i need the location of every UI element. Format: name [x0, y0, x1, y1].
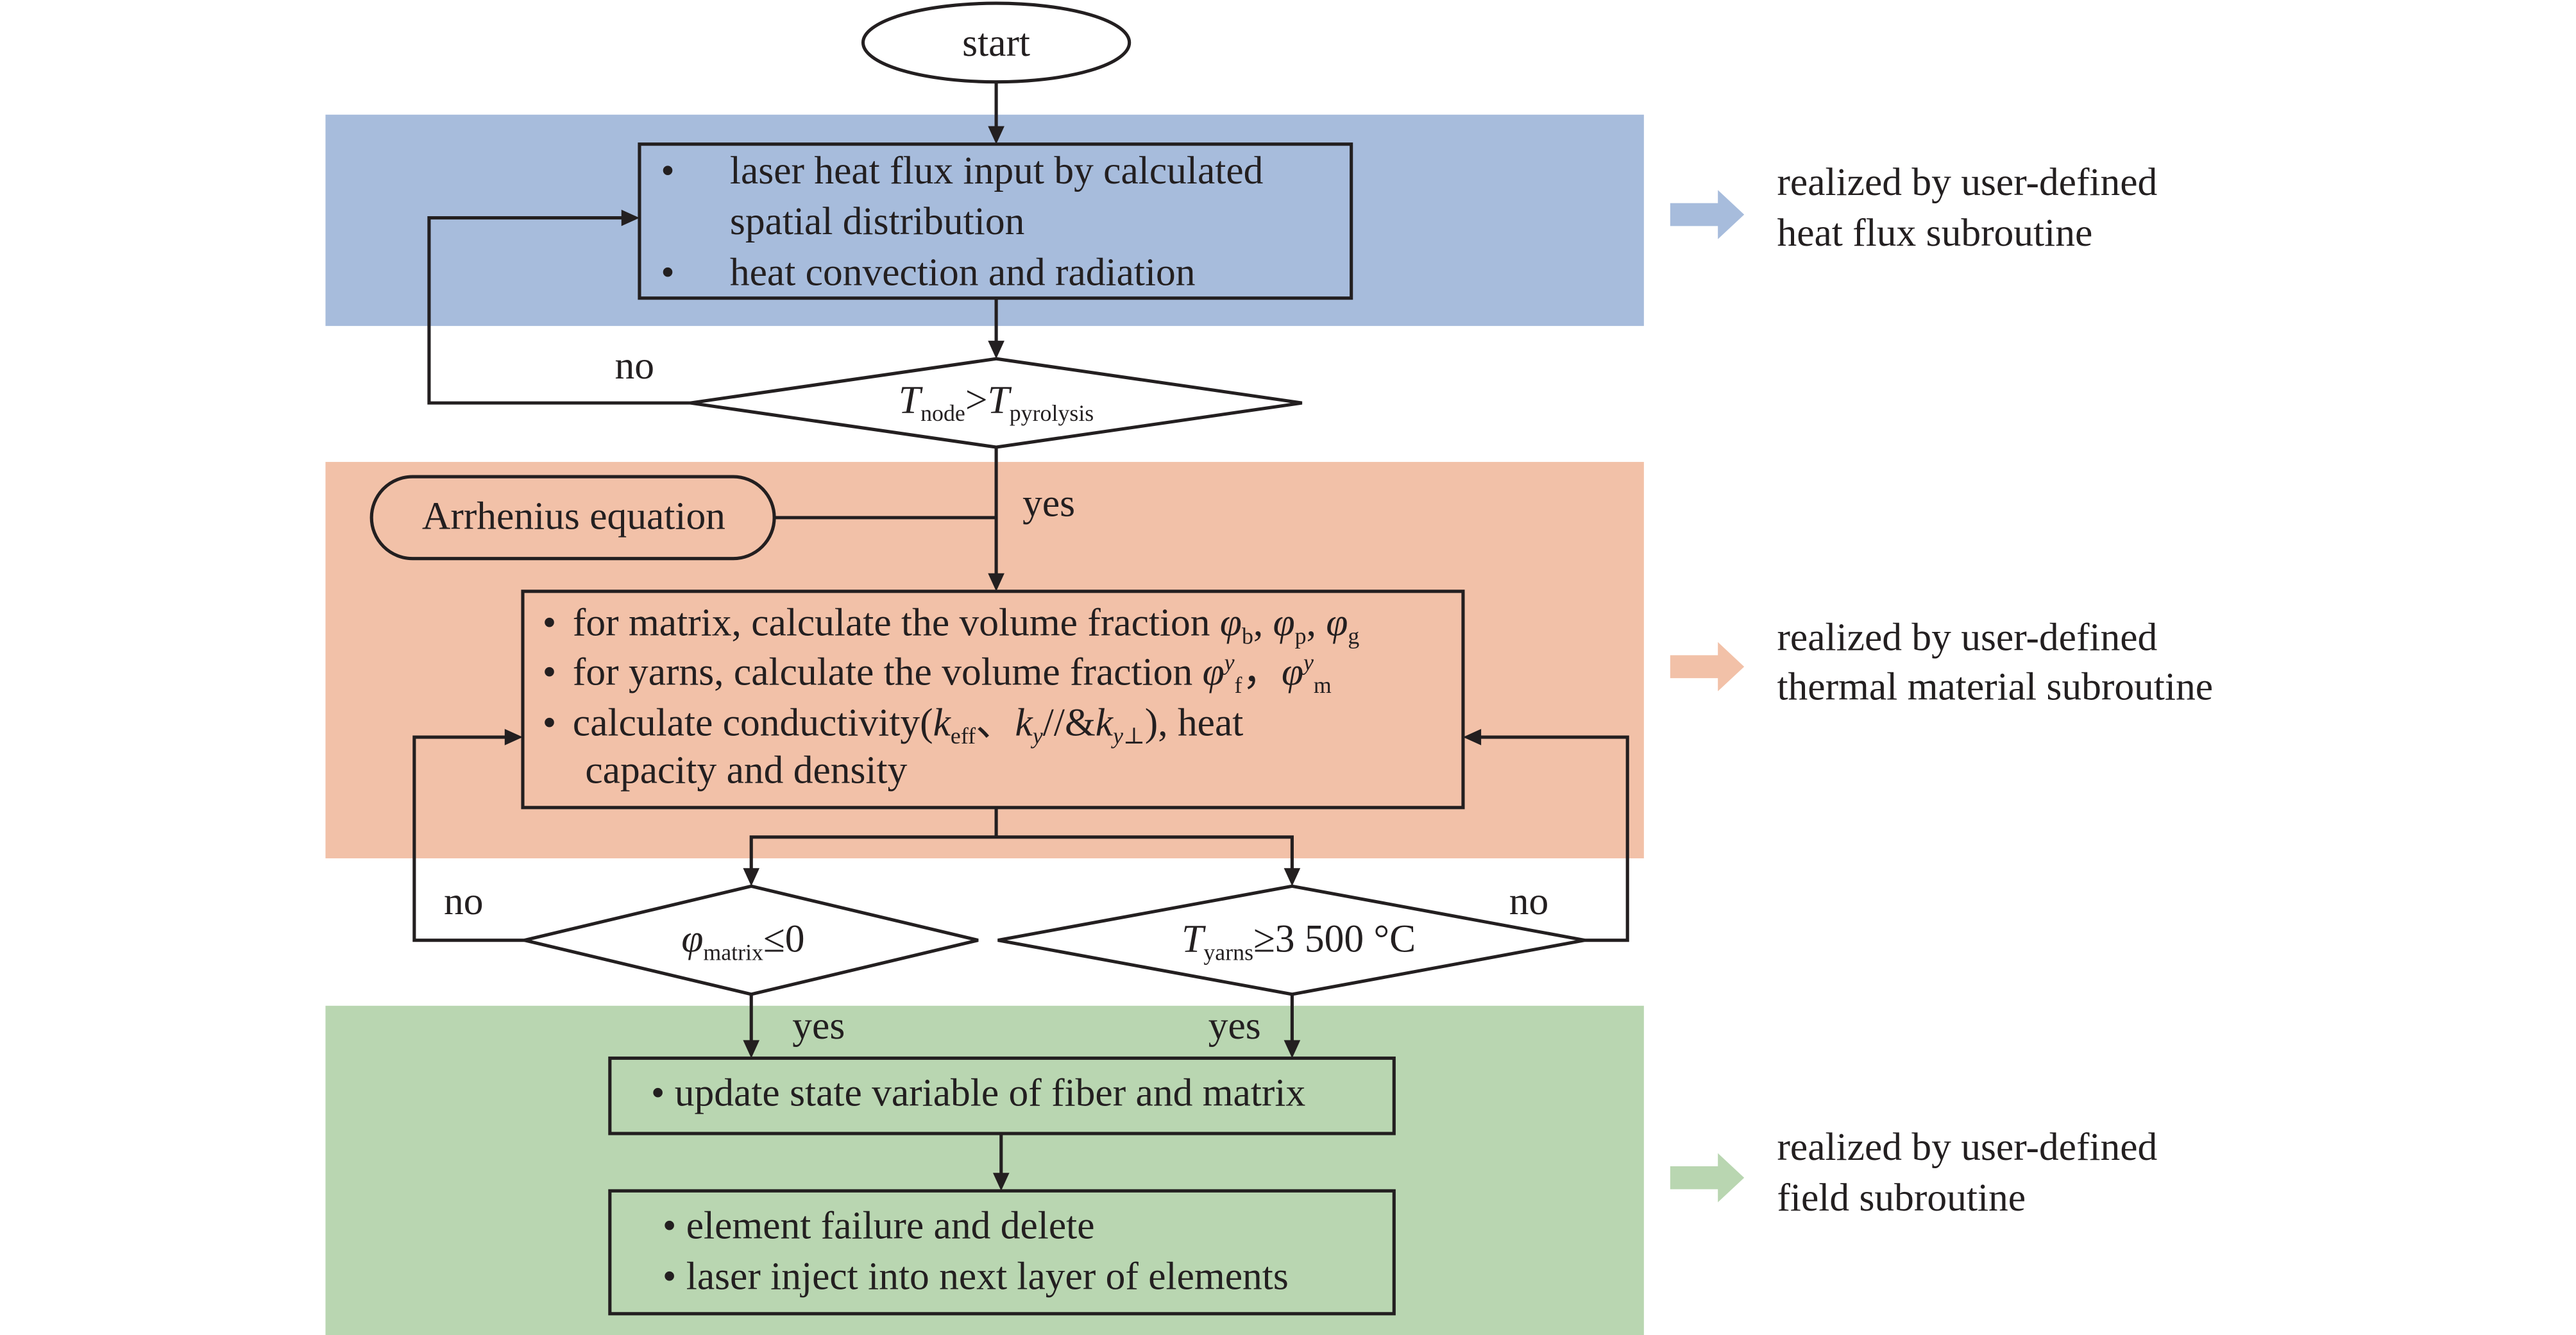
- no-label-pyrolysis: no: [615, 344, 654, 387]
- arrowhead: [1284, 868, 1301, 887]
- heat-bullet-2-line-1: heat convection and radiation: [730, 250, 1196, 294]
- annotation-heat-flux: realized by user-defined heat flux subro…: [1670, 160, 2157, 255]
- arrhenius-label: Arrhenius equation: [422, 495, 725, 538]
- heat-bullet-1-line-2: spatial distribution: [730, 200, 1024, 243]
- no-label-yarns: no: [1509, 880, 1548, 923]
- annotation-field-line-2: field subroutine: [1777, 1176, 2026, 1220]
- thermal-line-3: •calculate conductivity(keff、ky//&ky⊥), …: [543, 701, 1244, 749]
- arrowhead: [1284, 1040, 1301, 1059]
- heat-bullet-1-line-1: laser heat flux input by calculated: [730, 149, 1263, 192]
- arrowhead: [1462, 729, 1482, 745]
- arrowhead: [743, 868, 760, 887]
- annotation-heat-flux-line-2: heat flux subroutine: [1777, 211, 2092, 255]
- arrowhead: [988, 126, 1004, 144]
- yes-label-pyrolysis: yes: [1022, 481, 1075, 525]
- yarns-condition: Tyarns≥3 500 °C: [1182, 917, 1416, 965]
- arrowhead: [992, 1173, 1010, 1191]
- arrowhead: [621, 209, 640, 226]
- arrow-right-icon: [1670, 642, 1745, 692]
- update-state-text: •update state variable of fiber and matr…: [651, 1071, 1305, 1115]
- yes-label-yarns: yes: [1208, 1004, 1261, 1048]
- annotation-thermal-line-2: thermal material subroutine: [1777, 665, 2213, 708]
- start-label: start: [962, 21, 1030, 65]
- thermal-line-2: •for yarns, calculate the volume fractio…: [543, 649, 1332, 698]
- annotation-field: realized by user-defined field subroutin…: [1670, 1125, 2157, 1220]
- heat-flux-band: [325, 114, 1644, 327]
- failure-line-1: •element failure and delete: [663, 1203, 1095, 1247]
- matrix-condition: φmatrix≤0: [681, 917, 804, 965]
- heat-bullet-1: •: [661, 149, 675, 192]
- thermal-line-1: •for matrix, calculate the volume fracti…: [543, 601, 1360, 649]
- annotation-thermal-material: realized by user-defined thermal materia…: [1670, 616, 2213, 708]
- arrow-right-icon: [1670, 1153, 1745, 1203]
- pyrolysis-condition: Tnode>Tpyrolysis: [899, 378, 1094, 427]
- failure-line-2: •laser inject into next layer of element…: [663, 1255, 1289, 1298]
- annotation-heat-flux-line-1: realized by user-defined: [1777, 160, 2157, 204]
- thermal-line-4: capacity and density: [585, 749, 907, 792]
- arrowhead: [743, 1040, 760, 1059]
- arrow-right-icon: [1670, 190, 1745, 239]
- thermal-material-band: [325, 462, 1644, 858]
- arrowhead: [988, 341, 1004, 359]
- yes-label-matrix: yes: [792, 1004, 845, 1048]
- field-band: [325, 1005, 1644, 1335]
- arrowhead: [988, 573, 1004, 591]
- thermal-box[interactable]: [521, 590, 1465, 810]
- no-label-matrix: no: [444, 880, 483, 923]
- annotation-field-line-1: realized by user-defined: [1777, 1125, 2157, 1169]
- heat-bullet-2: •: [661, 250, 675, 294]
- annotation-thermal-line-1: realized by user-defined: [1777, 616, 2157, 659]
- arrowhead: [504, 729, 523, 745]
- element-failure-box[interactable]: [608, 1189, 1396, 1316]
